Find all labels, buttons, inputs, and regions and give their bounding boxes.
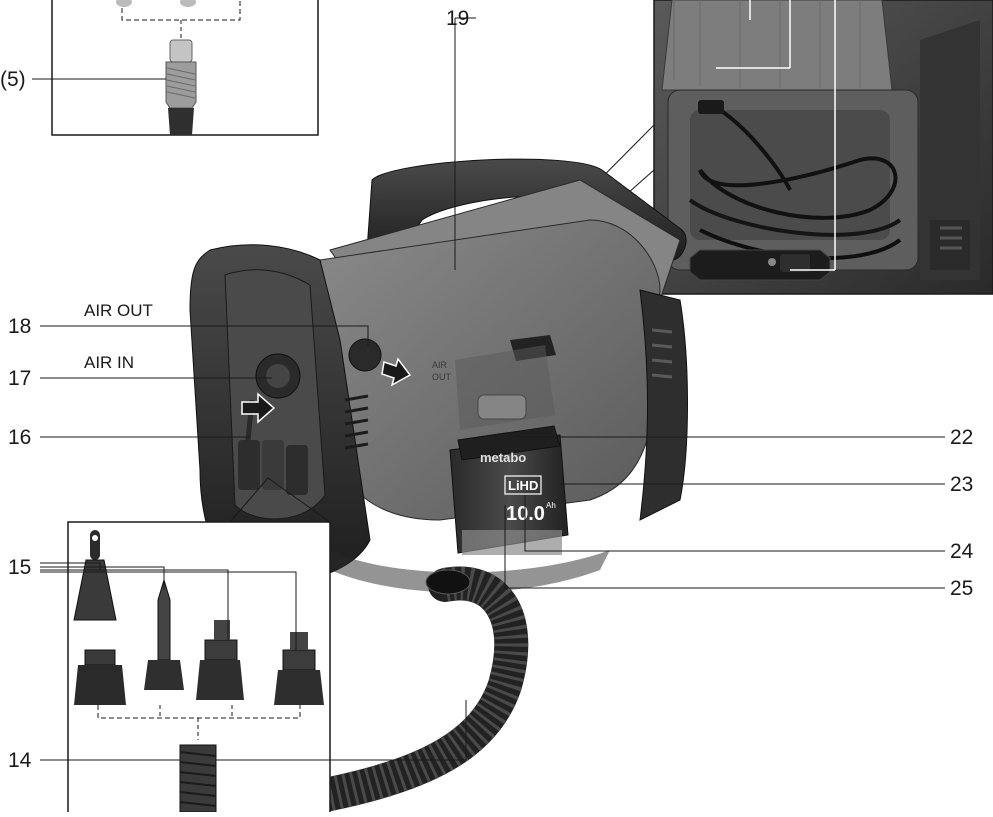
battery-tech: LiHD	[508, 478, 538, 493]
callout-5: (5)	[0, 68, 26, 91]
battery-brand: metabo	[480, 450, 526, 465]
callout-25: 25	[950, 577, 974, 600]
inset-nozzles	[67, 477, 331, 813]
housing-out-text: OUT	[432, 372, 452, 382]
callout-15: 15	[8, 556, 32, 579]
callout-19: 19	[446, 7, 470, 30]
callout-22: 22	[950, 426, 974, 449]
callout-14: 14	[8, 749, 32, 772]
air-in-arrow-icon	[241, 392, 276, 424]
air-hose	[308, 566, 529, 812]
callout-23: 23	[950, 473, 974, 496]
leader-lines	[40, 17, 945, 761]
callout-16: 16	[8, 426, 32, 449]
inset-cable-compartment	[653, 0, 993, 295]
air-in-caption: AIR IN	[84, 353, 135, 372]
callout-24: 24	[950, 540, 974, 563]
inset-valve-adapter	[32, 0, 319, 136]
air-out-caption: AIR OUT	[84, 301, 153, 320]
air-out-arrow-icon	[381, 357, 412, 387]
callout-17: 17	[8, 367, 32, 390]
battery-unit: Ah	[546, 501, 556, 510]
housing-air-text: AIR	[432, 360, 448, 370]
compressor-body: AIR OUT metabo LiHD 10.0 Ah	[189, 158, 688, 593]
callout-18: 18	[8, 315, 32, 338]
